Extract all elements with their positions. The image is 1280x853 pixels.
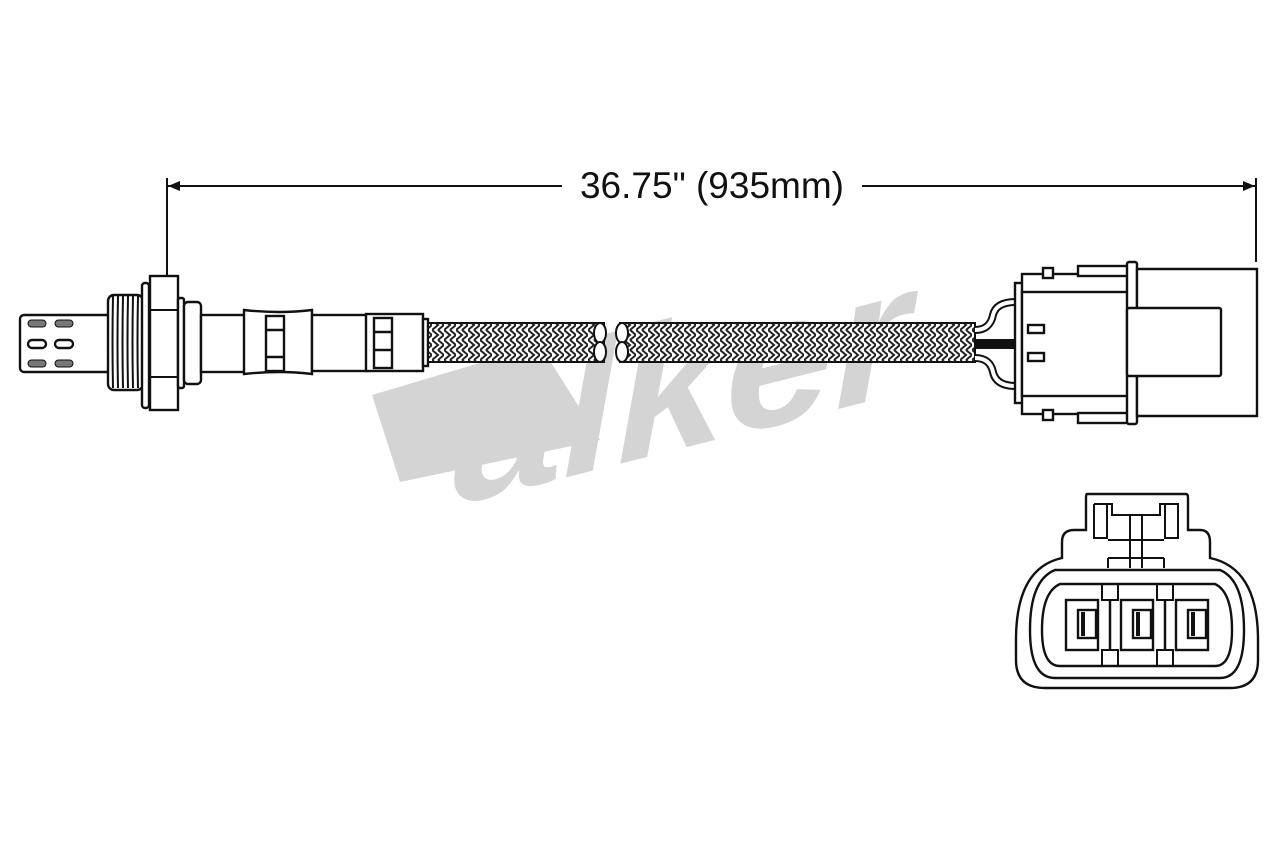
braided-cable-segment-1 [427,322,607,363]
connector-front-view [1014,492,1260,690]
walker-watermark-logo: alker [372,222,921,545]
overall-length-label: 36.75" (935mm) [562,164,862,208]
braided-cable-segment-2 [615,322,976,363]
sensor-body [199,308,430,376]
connector-pin-2 [1119,598,1155,652]
connector-pin-3 [1174,598,1210,652]
connector-side-view [1013,260,1259,426]
sensor-threads [106,281,151,410]
connector-wires [974,298,1017,390]
sensor-probe-tip [18,313,132,374]
sensor-hex-nut [148,274,203,412]
connector-pin-1 [1064,598,1100,652]
svg-text:alker: alker [451,222,921,545]
